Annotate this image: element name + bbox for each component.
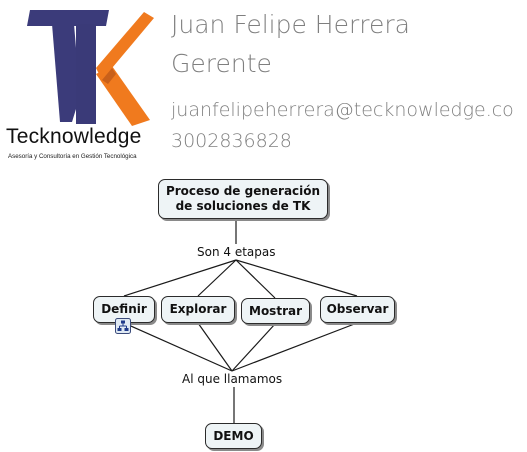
link-etapas-observar [235, 259, 358, 297]
tecknowledge-logo [27, 10, 154, 126]
contact-name: Juan Felipe Herrera [171, 10, 410, 39]
root-node[interactable]: Proceso de generación de soluciones de T… [158, 179, 328, 219]
link-etapas-explorar [197, 259, 237, 297]
leaf-node-demo[interactable]: DEMO [205, 423, 262, 449]
contact-phone[interactable]: 3002836828 [171, 130, 292, 152]
stage-node-mostrar[interactable]: Mostrar [241, 298, 310, 324]
stage-node-observar[interactable]: Observar [320, 296, 395, 323]
link-etapas-mostrar [235, 259, 276, 299]
link-phrase-etapas: Son 4 etapas [195, 245, 278, 259]
brand-tagline: Asesoría y Consultoría en Gestión Tecnol… [8, 153, 137, 160]
link-etapas-definir [123, 259, 237, 297]
concept-map-icon[interactable] [115, 318, 131, 334]
link-phrase-llamamos: Al que llamamos [180, 372, 285, 386]
link-mostrar-llamamos [231, 323, 276, 372]
contact-role: Gerente [171, 49, 272, 78]
brand-name: Tecknowledge [6, 125, 142, 148]
link-observar-llamamos [231, 322, 358, 372]
contact-email[interactable]: juanfelipeherrera@tecknowledge.co [171, 99, 514, 121]
stage-node-explorar[interactable]: Explorar [161, 296, 235, 323]
link-explorar-llamamos [197, 322, 233, 372]
link-definir-llamamos [123, 322, 233, 372]
